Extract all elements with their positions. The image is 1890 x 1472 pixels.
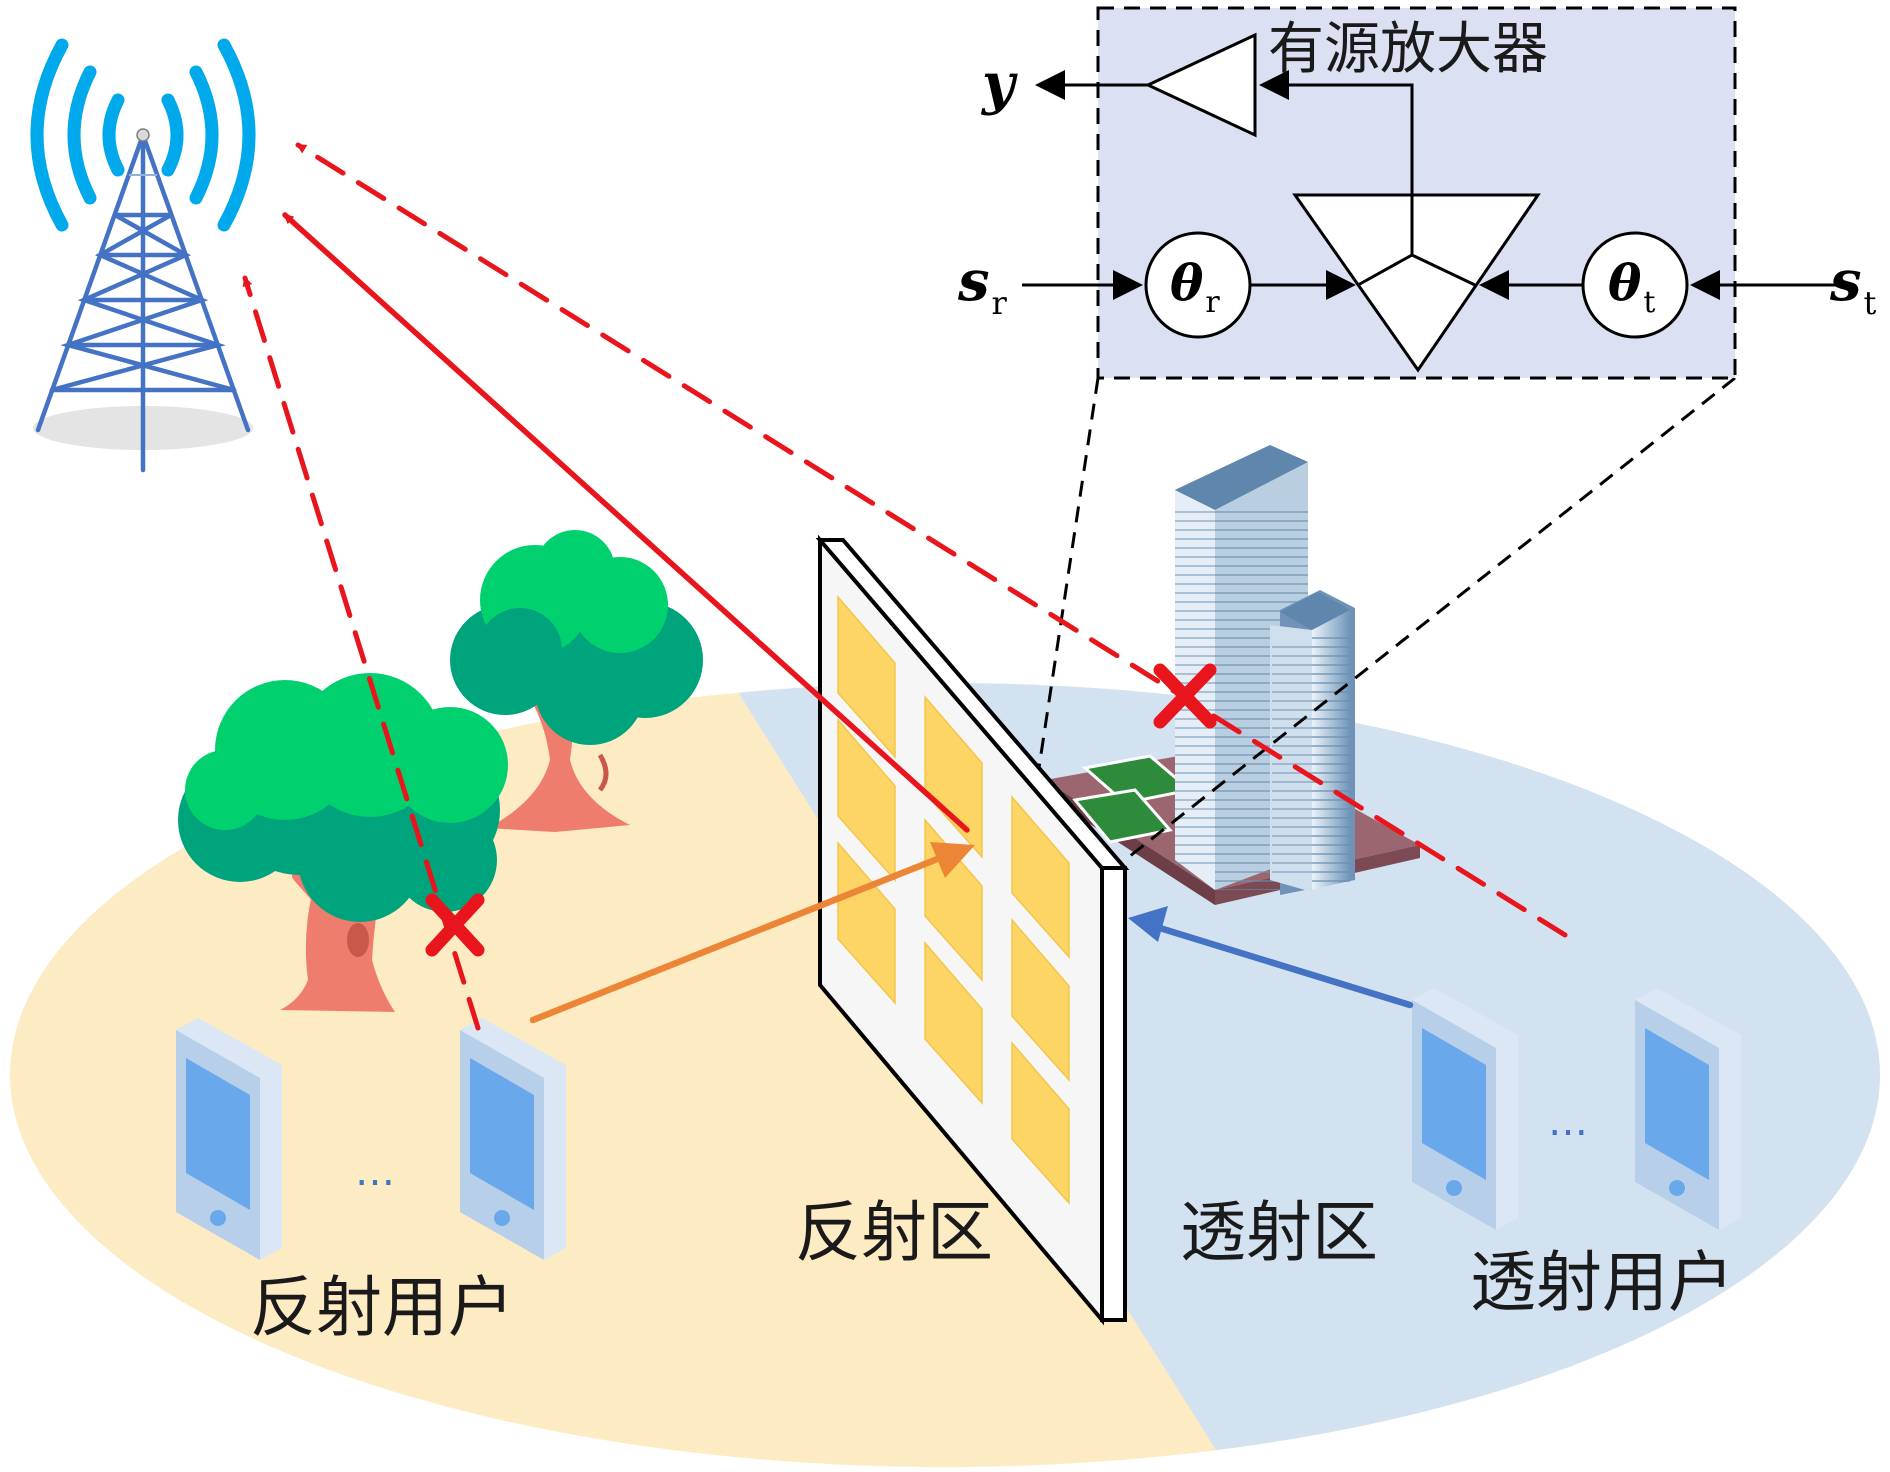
phone-icon	[176, 1018, 282, 1260]
output-amplifier-icon	[1144, 32, 1257, 138]
output-y-symbol: y	[980, 51, 1018, 117]
tree-icon	[450, 530, 703, 832]
input-st-symbol: st	[1829, 248, 1877, 322]
tree-icon	[178, 673, 508, 1012]
transmit-user-to-ris-link	[1146, 921, 1414, 1009]
phone-icon	[1412, 988, 1518, 1230]
signal-combiner-icon	[1292, 193, 1541, 373]
transmit-users-ellipsis: …	[1548, 1099, 1588, 1145]
blocked-x-icon	[1153, 663, 1217, 729]
amplifier-inset: 有源放大器 θr θt	[1022, 6, 1840, 380]
ris-to-bs-link	[282, 212, 970, 833]
signal-links	[242, 142, 1568, 1031]
reflection-zone-label: 反射区	[795, 1194, 993, 1271]
transmission-users-label: 透射用户	[1470, 1244, 1734, 1321]
theta-t-symbol: θt	[1608, 253, 1655, 320]
amplifier-label: 有源放大器	[1268, 17, 1548, 82]
reflection-users-label: 反射用户	[250, 1269, 514, 1346]
building-icon	[1045, 445, 1420, 905]
reflect-user-to-ris-link	[529, 848, 959, 1024]
blocked-building-link	[295, 142, 1568, 938]
base-station-tower-icon	[30, 38, 256, 473]
input-sr-symbol: sr	[957, 248, 1008, 322]
reflect-users-ellipsis: …	[355, 1149, 395, 1195]
blocked-direct-link	[242, 275, 481, 1031]
transmission-zone-label: 透射区	[1180, 1194, 1378, 1271]
phone-icon	[1635, 988, 1741, 1230]
phone-icon	[460, 1018, 566, 1260]
blocked-x-icon	[425, 893, 485, 957]
theta-r-symbol: θr	[1170, 253, 1220, 320]
signal-wave-icon	[30, 38, 256, 232]
